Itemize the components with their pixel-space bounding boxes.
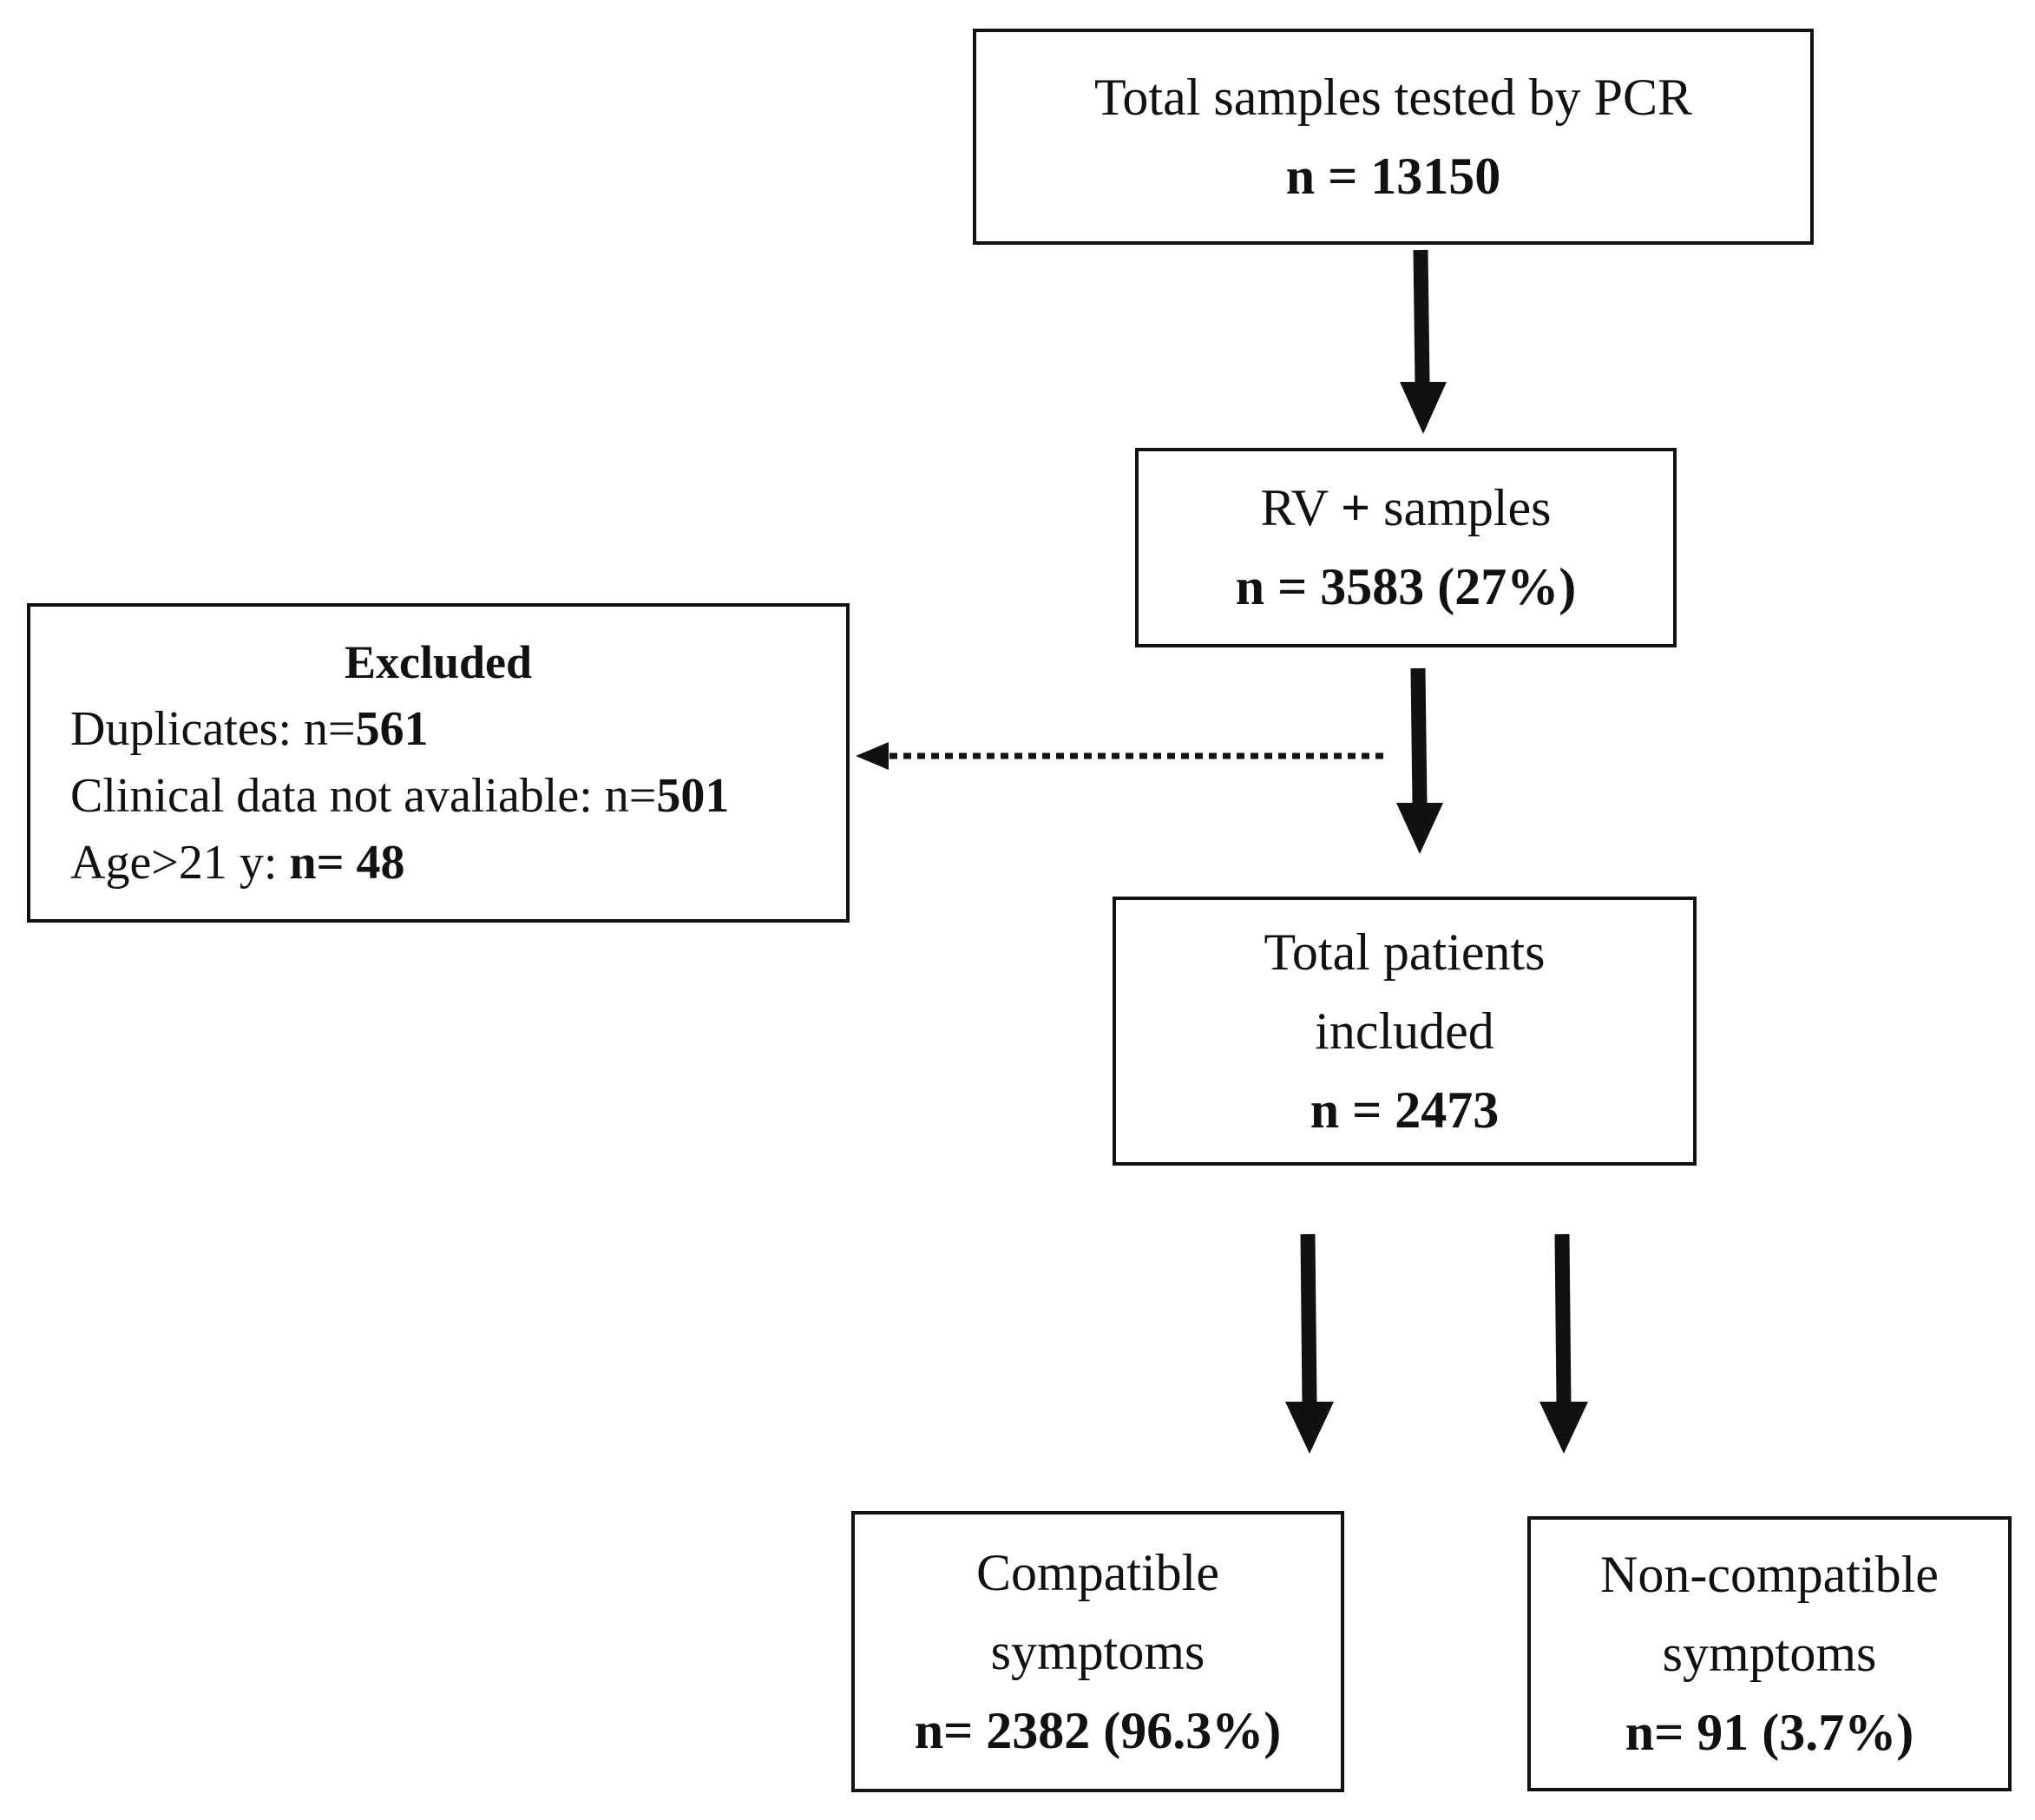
node-total-patients: Total patients included n = 2473: [1113, 897, 1697, 1166]
node-compatible-label-line1: Compatible: [976, 1543, 1219, 1601]
node-rv-samples: RV + samples n = 3583 (27%): [1135, 448, 1677, 647]
arrow-total-patients-to-non-compatible: [1539, 1233, 1588, 1454]
excluded-duplicates: Duplicates: n=561: [70, 696, 429, 763]
node-non-compatible-label-line1: Non-compatible: [1600, 1546, 1939, 1603]
node-non-compatible-count: n= 91 (3.7%): [1625, 1704, 1914, 1761]
excluded-clinical-label: Clinical data not avaliable: n=: [70, 769, 657, 823]
node-rv-samples-label-prefix: RV: [1260, 479, 1328, 536]
excluded-age-label: Age>21 y:: [70, 836, 290, 890]
node-total-samples-count: n = 13150: [1285, 147, 1501, 205]
excluded-clinical: Clinical data not avaliable: n=501: [70, 763, 729, 830]
excluded-clinical-value: 501: [656, 769, 730, 823]
excluded-age-value: n= 48: [289, 836, 405, 890]
node-total-patients-label-line1: Total patients: [1264, 923, 1546, 981]
node-rv-samples-count: n = 3583 (27%): [1235, 558, 1577, 615]
node-compatible-label-line2: symptoms: [990, 1622, 1205, 1680]
node-compatible-count: n= 2382 (96.3%): [914, 1701, 1282, 1759]
node-total-patients-count: n = 2473: [1310, 1081, 1500, 1139]
node-excluded: Excluded Duplicates: n=561 Clinical data…: [27, 603, 850, 923]
node-total-samples: Total samples tested by PCR n = 13150: [973, 29, 1814, 245]
node-total-patients-label-line2: included: [1315, 1002, 1494, 1060]
excluded-age: Age>21 y: n= 48: [70, 830, 405, 897]
arrow-total-samples-to-rv-samples: [1400, 249, 1447, 434]
node-non-compatible: Non-compatible symptoms n= 91 (3.7%): [1527, 1516, 2012, 1791]
arrow-total-patients-to-compatible: [1285, 1233, 1334, 1454]
node-rv-samples-plus: +: [1340, 479, 1371, 536]
node-non-compatible-label-line2: symptoms: [1662, 1625, 1877, 1682]
node-excluded-title: Excluded: [344, 636, 533, 688]
excluded-duplicates-label: Duplicates: n=: [70, 702, 356, 756]
node-rv-samples-label-suffix: samples: [1383, 479, 1552, 536]
node-total-samples-label: Total samples tested by PCR: [1093, 68, 1693, 126]
arrow-rv-samples-to-total-patients: [1396, 667, 1443, 854]
node-compatible: Compatible symptoms n= 2382 (96.3%): [851, 1511, 1344, 1792]
excluded-duplicates-value: 561: [355, 702, 429, 756]
node-rv-samples-label: RV + samples: [1261, 469, 1552, 548]
arrow-dotted-to-excluded: [856, 742, 1383, 770]
